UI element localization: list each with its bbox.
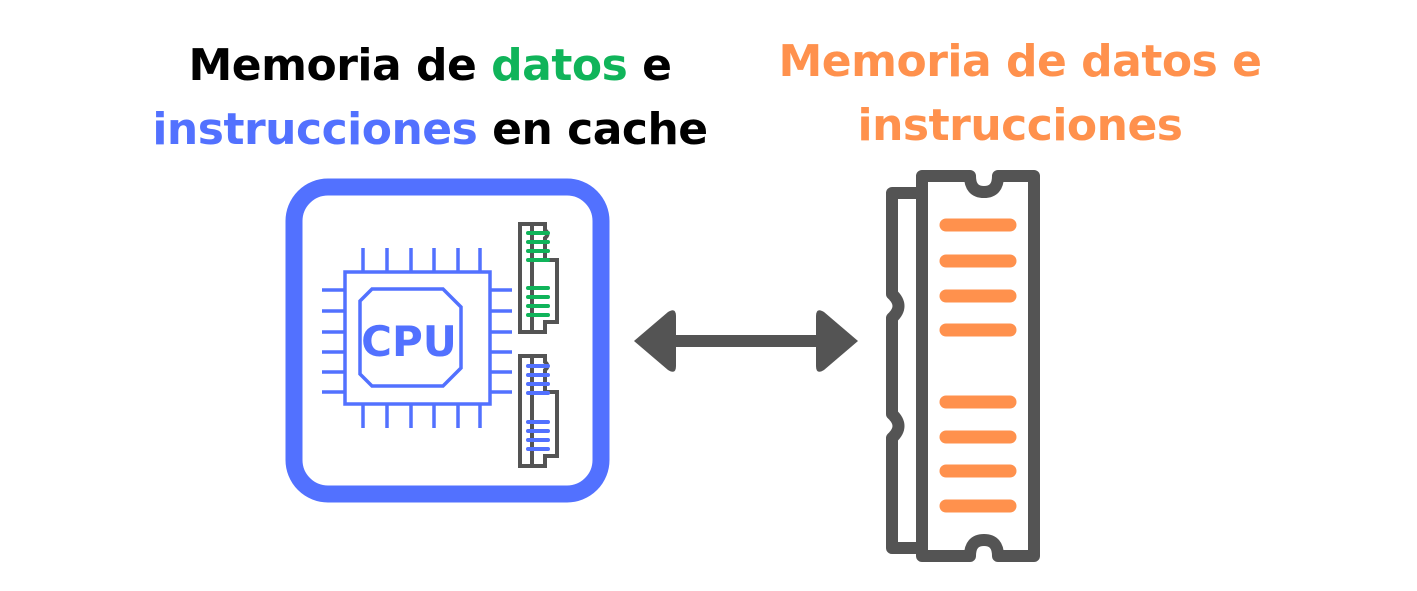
cache-memory-title: Memoria de datos e instrucciones en cach… bbox=[130, 34, 730, 162]
cpu-chip-icon bbox=[322, 248, 512, 428]
main-memory-title-line1: Memoria de datos e bbox=[778, 36, 1262, 87]
cpu-label: CPU bbox=[361, 317, 457, 366]
title-word-datos: datos bbox=[491, 40, 628, 91]
title-text-memoria-de: Memoria de bbox=[188, 40, 492, 91]
bidirectional-arrow-icon bbox=[634, 310, 858, 372]
data-cache-module-icon bbox=[518, 222, 559, 334]
main-memory-title: Memoria de datos e instrucciones bbox=[760, 30, 1280, 158]
main-memory-title-line2: instrucciones bbox=[857, 100, 1183, 151]
title-text-e: e bbox=[627, 40, 672, 91]
main-memory-module-icon bbox=[886, 170, 1040, 562]
instruction-cache-module-icon bbox=[518, 354, 559, 468]
title-text-en-cache: en cache bbox=[477, 104, 708, 155]
title-word-instrucciones: instrucciones bbox=[152, 104, 478, 155]
